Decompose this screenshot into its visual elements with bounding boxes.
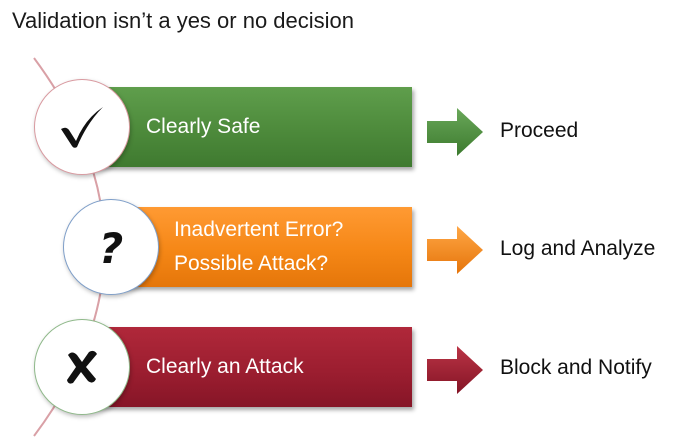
check-icon: [61, 107, 103, 148]
band-clearly-safe: Clearly Safe: [92, 87, 412, 167]
band-clearly-attack: Clearly an Attack: [92, 327, 412, 407]
status-circle-safe: [34, 79, 130, 175]
outcome-label: Proceed: [500, 119, 579, 142]
outcome-label: Block and Notify: [500, 356, 652, 379]
question-icon: ?: [99, 224, 123, 271]
arrow-right-icon: [427, 226, 483, 274]
status-circle-attack: [34, 319, 130, 415]
svg-text:?: ?: [99, 224, 123, 271]
outcome-label: Log and Analyze: [500, 237, 656, 260]
x-mark-icon: [67, 350, 97, 384]
arrow-right-icon: [427, 346, 483, 394]
band-label: Clearly Safe: [146, 115, 261, 139]
band-label: Clearly an Attack: [146, 355, 304, 379]
band-label: Inadvertent Error?: [174, 218, 344, 242]
arrow-right-icon: [427, 108, 483, 156]
band-label: Possible Attack?: [174, 252, 329, 275]
status-circle-uncertain: ?: [63, 199, 159, 295]
diagram-title: Validation isn’t a yes or no decision: [12, 8, 355, 33]
